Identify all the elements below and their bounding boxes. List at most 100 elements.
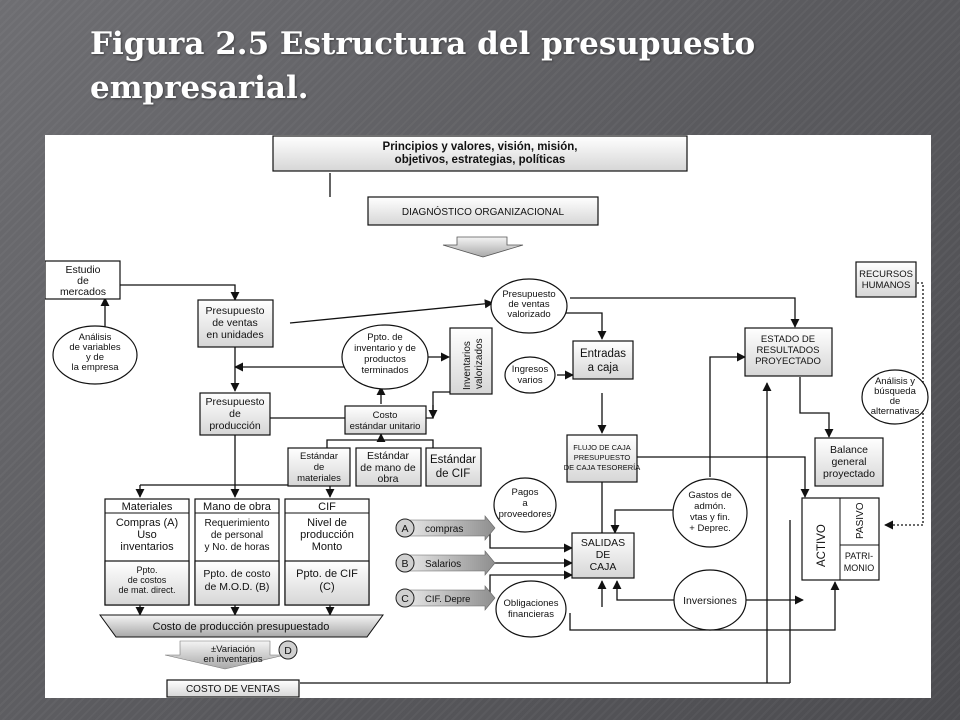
cif-footer-line2: (C)	[319, 581, 334, 593]
connector-b-letter: B	[401, 558, 408, 570]
cash-inflows-box: Entradas a caja	[572, 340, 634, 380]
variables-analysis-circle: Análisis de variables y de la empresa	[52, 325, 138, 385]
balance-accounts-box: ACTIVO PASIVO PATRI- MONIO	[801, 497, 880, 581]
suppliers-payments-line2: a	[522, 498, 528, 509]
financial-obligations-circle: Obligaciones financieras	[495, 580, 567, 638]
connector-b-label: Salarios	[425, 559, 461, 570]
labor-standard-line2: de mano de	[360, 462, 416, 474]
cash-outflows-line3: CAJA	[590, 561, 617, 573]
cash-outflows-line2: DE	[596, 549, 611, 561]
cost-of-sales-box: COSTO DE VENTAS	[166, 679, 300, 698]
inventory-budget-line4: terminados	[362, 365, 409, 376]
connector-a-label: compras	[425, 524, 463, 535]
sales-units-line1: Presupuesto	[206, 305, 265, 317]
variables-analysis-line3: y de	[86, 352, 104, 363]
market-study-line2: de	[77, 275, 89, 287]
income-statement-box: ESTADO DE RESULTADOS PROYECTADO	[744, 327, 833, 377]
alternatives-line1: Análisis y	[875, 376, 915, 387]
alternatives-line2: búsqueda	[874, 386, 916, 397]
labor-body-line1: Requerimiento	[204, 518, 269, 529]
alternatives-analysis-circle: Análisis y búsqueda de alternativas	[861, 369, 929, 425]
balance-sheet-line1: Balance	[830, 444, 868, 456]
production-budget-line1: Presupuesto	[206, 396, 265, 408]
cif-standard-box: Estándar de CIF	[425, 447, 482, 487]
materials-body-line3: inventarios	[120, 541, 174, 553]
down-arrow-icon	[442, 236, 524, 258]
alternatives-line4: alternativas	[871, 406, 920, 417]
budget-structure-diagram: Principios y valores, visión, misión, ob…	[45, 135, 929, 698]
other-income-line2: varios	[517, 375, 543, 386]
human-resources-line2: HUMANOS	[862, 280, 911, 291]
labor-standard-line1: Estándar	[367, 450, 410, 462]
connector-d-letter: D	[284, 645, 292, 657]
cif-standard-line2: de CIF	[436, 468, 471, 480]
inventory-variation-line2: en inventarios	[203, 654, 262, 665]
connector-c: C CIF. Depre	[395, 585, 496, 611]
cash-outflows-box: SALIDAS DE CAJA	[571, 532, 635, 579]
cash-flow-budget-box: FLUJO DE CAJA PRESUPUESTO DE CAJA TESORE…	[564, 434, 640, 483]
human-resources-box: RECURSOS HUMANOS	[855, 261, 917, 298]
materials-standard-box: Estándar de materiales	[287, 447, 351, 487]
production-cost-funnel: Costo de producción presupuestado	[99, 614, 384, 638]
materials-standard-line3: materiales	[297, 473, 341, 484]
obligations-line2: financieras	[508, 609, 554, 620]
principles-text-line1: Principios y valores, visión, misión,	[383, 141, 578, 153]
cif-footer-line1: Ppto. de CIF	[296, 568, 358, 580]
other-income-circle: Ingresos varios	[504, 356, 556, 394]
materials-standard-line2: de	[314, 462, 325, 473]
inventory-variation-line1: ±Variación	[211, 644, 255, 655]
materials-body-line2: Uso	[137, 529, 157, 541]
connector-b: B Salarios	[395, 550, 496, 576]
connector-a: A compras	[395, 515, 496, 541]
admin-expenses-line4: + Deprec.	[689, 523, 730, 534]
suppliers-payments-circle: Pagos a proveedores	[493, 477, 557, 533]
variables-analysis-line4: la empresa	[72, 362, 120, 373]
cash-flow-line2: PRESUPUESTO	[574, 453, 631, 462]
labor-standard-box: Estándar de mano de obra	[355, 447, 422, 487]
balance-sheet-line3: proyectado	[823, 468, 875, 480]
labor-body-line2: de personal	[211, 530, 263, 541]
unit-standard-cost-box: Costo estándar unitario	[344, 405, 427, 435]
diagnostic-box: DIAGNÓSTICO ORGANIZACIONAL	[367, 196, 599, 226]
admin-expenses-line3: vtas y fin.	[690, 512, 730, 523]
labor-footer-line1: Ppto. de costo	[203, 568, 270, 580]
labor-standard-line3: obra	[377, 473, 398, 485]
sales-valued-line2: de ventas	[508, 299, 549, 310]
cif-body-line1: Nivel de	[307, 517, 347, 529]
admin-expenses-line1: Gastos de	[688, 490, 731, 501]
alternatives-line3: de	[890, 396, 901, 407]
cif-body-line2: producción	[300, 529, 354, 541]
diagram-panel: Principios y valores, visión, misión, ob…	[45, 135, 931, 698]
income-statement-line2: RESULTADOS	[757, 345, 820, 356]
market-study-box: Estudio de mercados	[45, 260, 121, 300]
diagnostic-text: DIAGNÓSTICO ORGANIZACIONAL	[402, 205, 565, 218]
sales-units-line3: en unidades	[206, 329, 263, 341]
sales-budget-valued-circle: Presupuesto de ventas valorizado	[490, 278, 568, 334]
production-cost-label: Costo de producción presupuestado	[153, 621, 330, 633]
valued-inventories-box: Inventarios valorizados	[449, 327, 493, 395]
variables-analysis-line2: de variables	[69, 342, 120, 353]
income-statement-line3: PROYECTADO	[755, 356, 821, 367]
admin-expenses-line2: admón.	[694, 501, 726, 512]
labor-footer-line2: de M.O.D. (B)	[205, 581, 270, 593]
liabilities-label: PASIVO	[855, 502, 866, 539]
connector-d: D	[278, 640, 298, 660]
obligations-line1: Obligaciones	[504, 598, 559, 609]
materials-column: Materiales Compras (A) Uso inventarios P…	[104, 498, 190, 606]
cash-flow-line1: FLUJO DE CAJA	[573, 443, 631, 452]
balance-sheet-line2: general	[831, 456, 866, 468]
equity-line2: MONIO	[844, 563, 875, 573]
principles-box: Principios y valores, visión, misión, ob…	[272, 135, 688, 172]
investments-circle: Inversiones	[673, 569, 747, 631]
production-budget-box: Presupuesto de producción	[199, 392, 271, 436]
slide-title: Figura 2.5 Estructura del presupuesto em…	[90, 26, 756, 106]
production-budget-line2: de	[229, 408, 241, 420]
cost-of-sales-label: COSTO DE VENTAS	[186, 684, 280, 695]
other-income-line1: Ingresos	[512, 364, 549, 375]
inventory-variation-arrow: ±Variación en inventarios	[164, 640, 286, 670]
inventory-budget-line3: productos	[364, 354, 406, 365]
cif-body-line3: Monto	[312, 541, 343, 553]
labor-column: Mano de obra Requerimiento de personal y…	[194, 498, 280, 606]
assets-label: ACTIVO	[816, 524, 828, 567]
variables-analysis-line1: Análisis	[79, 332, 112, 343]
